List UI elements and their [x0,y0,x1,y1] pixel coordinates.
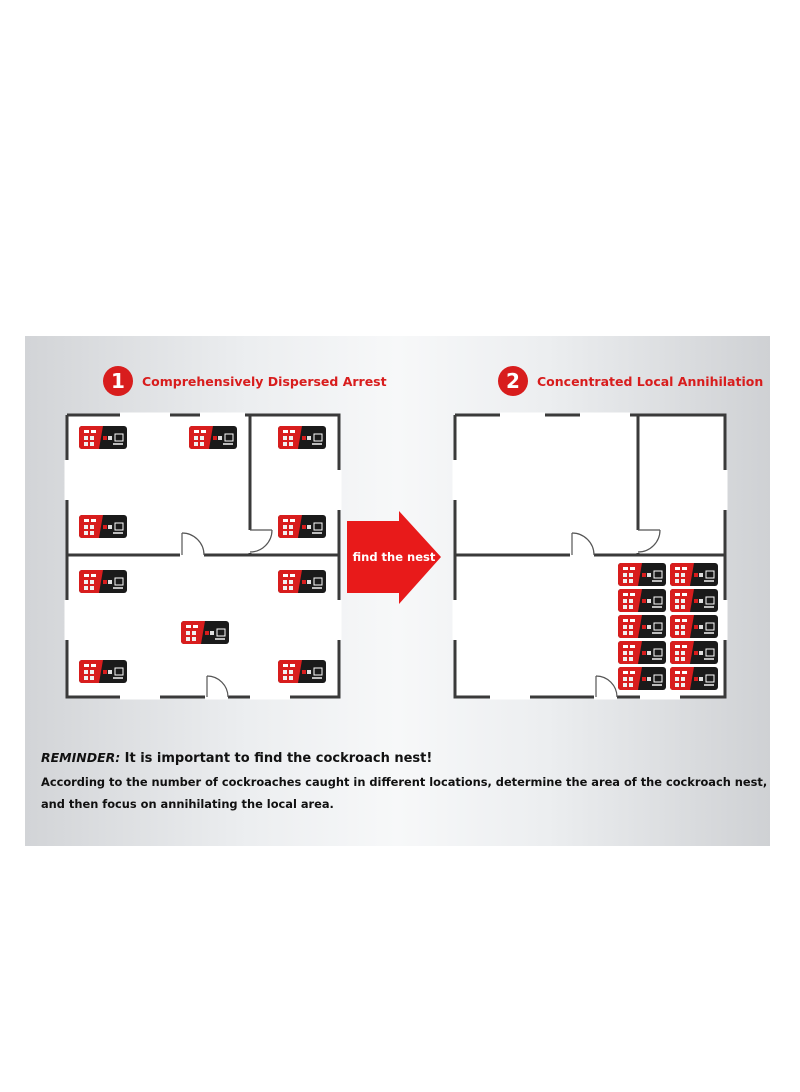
trap-concentrated [617,614,667,639]
step-2-heading: 2 Concentrated Local Annihilation [498,366,763,396]
reminder-description-line-1: According to the number of cockroaches c… [41,775,768,789]
trap-dispersed [78,569,128,594]
step-1-title: Comprehensively Dispersed Arrest [142,373,387,389]
trap-concentrated [617,666,667,691]
trap-dispersed [277,659,327,684]
trap-dispersed [188,425,238,450]
trap-dispersed [180,620,230,645]
reminder-label: REMINDER: [41,750,121,765]
trap-concentrated [669,588,719,613]
trap-dispersed [78,425,128,450]
find-nest-arrow [347,511,441,604]
step-1-heading: 1 Comprehensively Dispersed Arrest [103,366,387,396]
reminder-message: It is important to find the cockroach ne… [124,751,433,766]
trap-concentrated [617,588,667,613]
trap-concentrated [617,562,667,587]
trap-concentrated [669,614,719,639]
trap-dispersed [277,425,327,450]
reminder-description-line-2: and then focus on annihilating the local… [41,797,334,811]
reminder-heading: REMINDER: It is important to find the co… [41,750,432,766]
trap-dispersed [78,659,128,684]
step-1-number-badge: 1 [103,366,133,396]
trap-dispersed [277,569,327,594]
step-2-title: Concentrated Local Annihilation [537,373,764,389]
trap-concentrated [669,666,719,691]
trap-concentrated [669,562,719,587]
trap-dispersed [78,514,128,539]
step-2-number-badge: 2 [498,366,528,396]
trap-concentrated [617,640,667,665]
trap-concentrated [669,640,719,665]
arrow-label: find the nest [353,550,436,564]
trap-dispersed [277,514,327,539]
